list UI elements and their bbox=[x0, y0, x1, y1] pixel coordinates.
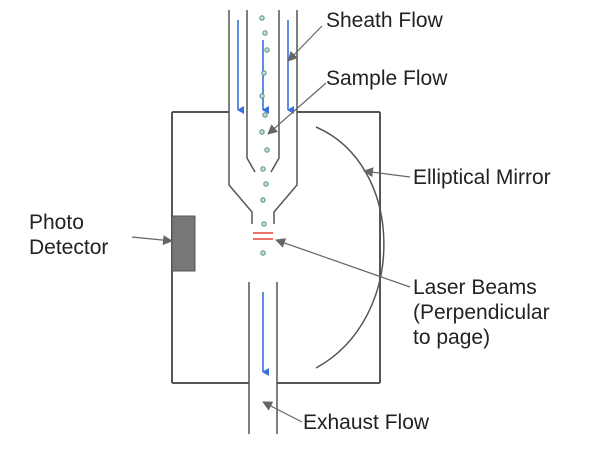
particle bbox=[259, 15, 265, 21]
label-laser-beams-line2: (Perpendicular bbox=[413, 301, 550, 324]
leader-exhaust-flow bbox=[262, 401, 303, 423]
leader-laser-beams bbox=[275, 238, 411, 288]
label-laser-beams-line3: to page) bbox=[413, 326, 491, 349]
particle bbox=[260, 250, 266, 256]
particle bbox=[264, 147, 270, 153]
particle bbox=[264, 47, 270, 53]
photo-detector-block bbox=[171, 215, 196, 272]
sample-particles bbox=[259, 15, 270, 256]
leader-sheath-flow bbox=[287, 25, 323, 62]
laser-beams bbox=[253, 232, 273, 240]
label-sheath-flow: Sheath Flow bbox=[326, 9, 443, 32]
label-exhaust-flow: Exhaust Flow bbox=[303, 411, 430, 434]
label-laser-beams: Laser Beams (Perpendicular to page) bbox=[413, 275, 550, 350]
label-elliptical-mirror: Elliptical Mirror bbox=[413, 166, 551, 189]
particle bbox=[263, 181, 269, 187]
particle bbox=[260, 197, 266, 203]
label-sample-flow: Sample Flow bbox=[326, 67, 448, 90]
leader-lines bbox=[131, 25, 411, 423]
particle bbox=[262, 30, 268, 36]
label-photo-detector-line1: Photo bbox=[29, 211, 84, 234]
sheath-nozzle bbox=[228, 10, 298, 224]
particle bbox=[261, 70, 267, 76]
label-laser-beams-line1: Laser Beams bbox=[413, 276, 537, 299]
particle bbox=[259, 129, 265, 135]
particle bbox=[261, 221, 267, 227]
sample-inlet-tube bbox=[246, 10, 280, 173]
leader-sample-flow bbox=[267, 82, 327, 135]
particle bbox=[262, 112, 268, 118]
leader-photo-detector bbox=[131, 235, 173, 246]
particle bbox=[260, 166, 266, 172]
label-photo-detector: Photo Detector bbox=[29, 210, 108, 260]
particle bbox=[259, 93, 265, 99]
label-photo-detector-line2: Detector bbox=[29, 236, 109, 259]
elliptical-mirror bbox=[315, 126, 385, 369]
leader-elliptical-mirror bbox=[363, 167, 411, 178]
